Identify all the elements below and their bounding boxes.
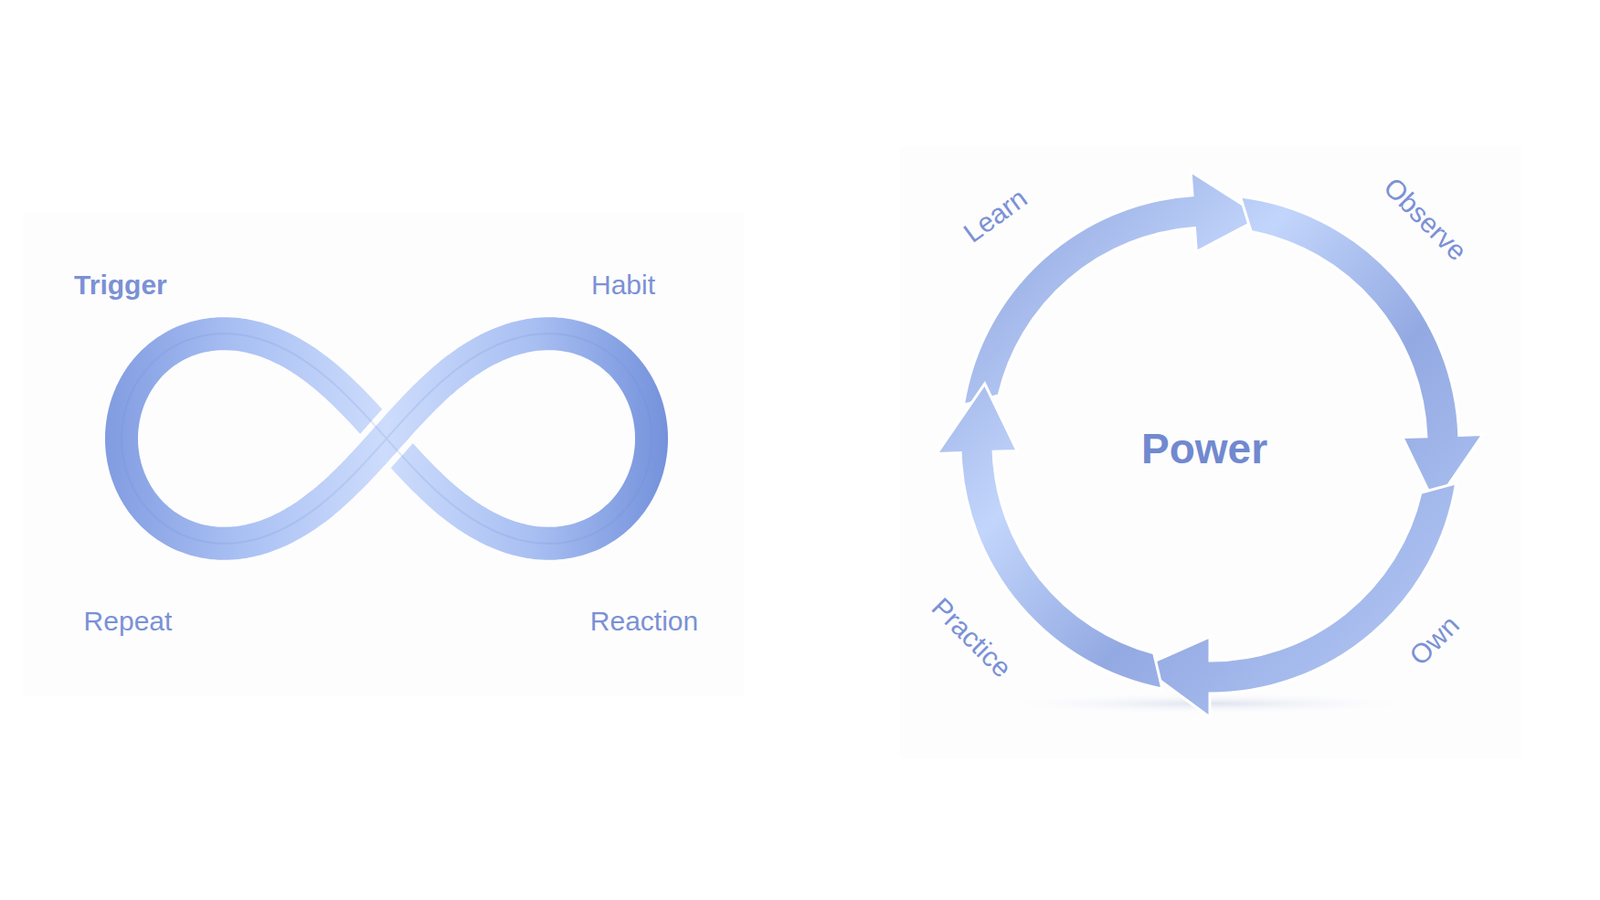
trigger-label: Trigger [74, 271, 168, 299]
infinity-loop [121, 333, 652, 544]
cycle-arrow [1141, 483, 1456, 718]
step-label: Repeat [84, 607, 173, 636]
panel [900, 146, 1522, 759]
infinity-band [121, 333, 652, 544]
step-label: Habit [591, 271, 656, 299]
panel [22, 211, 745, 697]
infinity-edge [121, 333, 652, 544]
cycle-arrows [936, 171, 1484, 718]
step-label: Reaction [590, 607, 699, 636]
center-label: Power [1141, 427, 1268, 470]
